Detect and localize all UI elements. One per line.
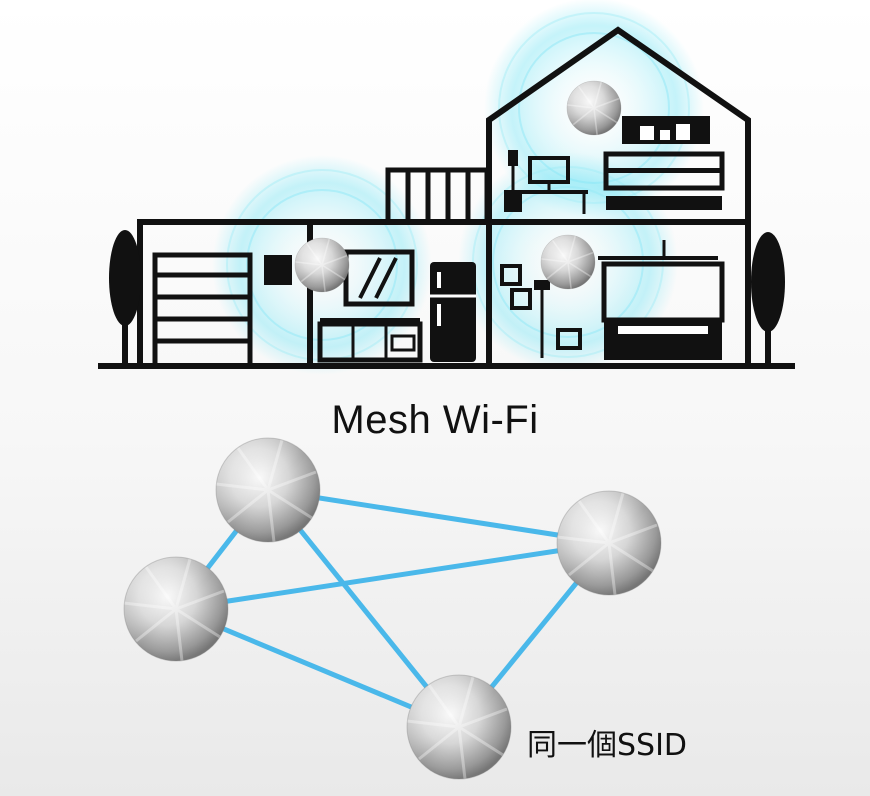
mesh-link-left-right	[175, 540, 610, 612]
tv-icon	[603, 116, 725, 210]
mesh-node-top-icon	[214, 436, 322, 544]
mesh-node-left-icon	[122, 555, 230, 663]
tree-icon	[109, 230, 141, 366]
balcony-rails	[405, 172, 471, 220]
mesh-link-top-right	[267, 487, 610, 546]
diagram-title: Mesh Wi-Fi	[331, 398, 539, 442]
desk-lamp-icon	[504, 150, 588, 214]
bed-icon	[500, 240, 725, 360]
router-node-icon	[540, 234, 596, 290]
fridge-icon	[430, 262, 476, 362]
mesh-node-bottom-icon	[405, 673, 513, 781]
garage-door-icon	[152, 252, 253, 369]
router-node-icon	[294, 237, 350, 293]
router-node-icon	[566, 80, 622, 136]
tree-icon	[751, 232, 785, 366]
ssid-label: 同一個SSID	[527, 728, 688, 763]
mesh-node-right-icon	[555, 489, 663, 597]
kitchen-icon	[264, 249, 423, 363]
